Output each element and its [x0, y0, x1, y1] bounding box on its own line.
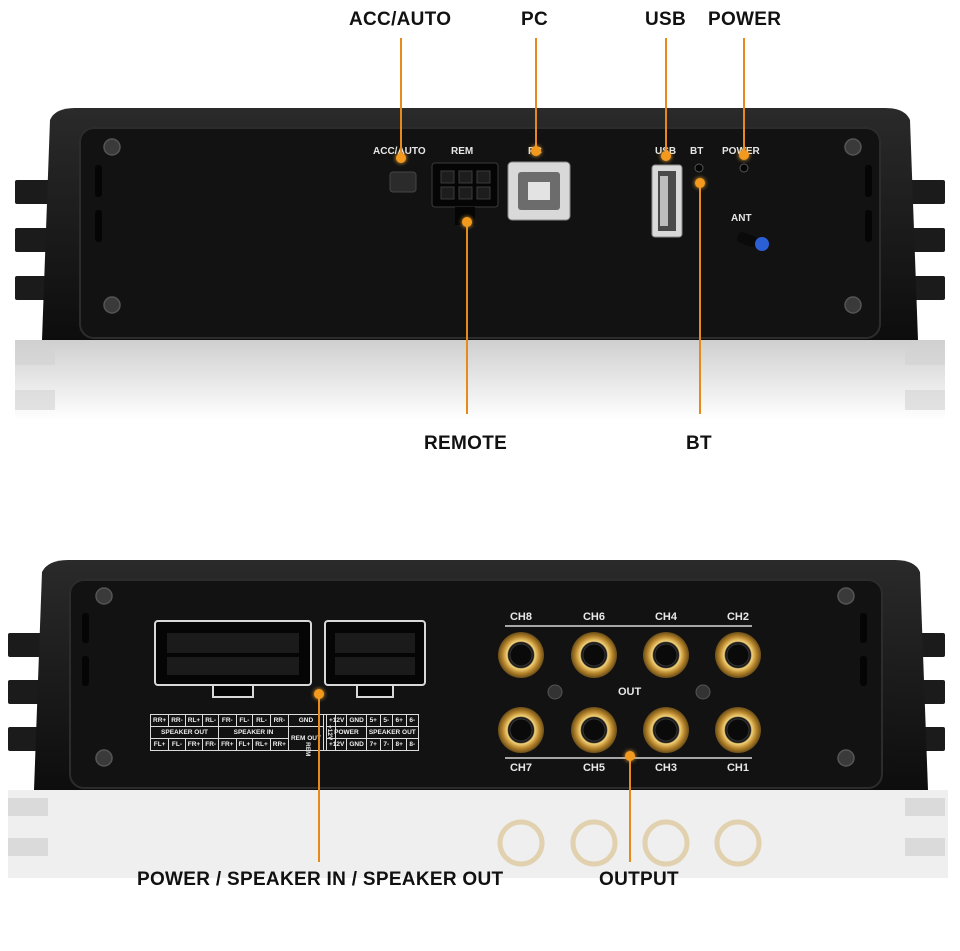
callout-remote: REMOTE — [424, 433, 508, 454]
pin-rr3-5: 8- — [405, 738, 419, 751]
leader-power-speaker — [318, 698, 320, 862]
leader-remote — [466, 222, 468, 414]
rca-jack-ch5 — [571, 707, 617, 753]
pin-rr3-2: 7+ — [365, 738, 381, 751]
leader-dot-power-speaker — [314, 689, 324, 699]
screws — [103, 138, 862, 314]
leader-output — [629, 760, 631, 862]
leader-acc — [400, 38, 402, 158]
callout-pc: PC — [521, 9, 548, 30]
ch-label-top-1: CH6 — [582, 611, 605, 623]
leader-bt — [699, 182, 701, 414]
leader-power — [743, 38, 745, 154]
pin-rem: REM — [304, 742, 311, 757]
pin-rr3-1: GND — [346, 738, 367, 751]
ch-label-bottom-0: CH7 — [509, 762, 532, 774]
pin-rr1-2: 5+ — [365, 714, 381, 727]
pin-r3-0: FL+ — [149, 738, 170, 751]
pin-r1-3: RL- — [202, 714, 220, 727]
leader-dot-output — [625, 751, 635, 761]
pin-rr1-5: 6- — [405, 714, 419, 727]
rca-reflection — [497, 819, 545, 867]
rca-jack-ch4 — [643, 632, 689, 678]
leader-pc — [535, 38, 537, 150]
leader-dot-usb — [661, 151, 671, 161]
top-unit-graphic — [15, 108, 945, 420]
pin-r3-7: RR+ — [269, 738, 289, 751]
pin-rem-out: REM OUT — [287, 726, 324, 751]
pin-rr1-0: +12V — [325, 714, 348, 727]
pin-rr3-3: 7- — [379, 738, 393, 751]
pin-rr1-1: GND — [346, 714, 367, 727]
rem-connector — [431, 162, 499, 208]
pin-header-speaker-in: SPEAKER IN — [218, 726, 289, 739]
ch-label-bottom-3: CH1 — [726, 762, 749, 774]
out-label: OUT — [618, 686, 642, 698]
rca-reflection — [642, 819, 690, 867]
ch-label-top-0: CH8 — [509, 611, 532, 623]
top-faceplate — [79, 127, 881, 339]
pin-r3-3: FR- — [202, 738, 220, 751]
rca-jacks — [498, 632, 761, 753]
pin-r1-1: RR- — [168, 714, 186, 727]
leader-usb — [665, 38, 667, 156]
rca-reflection — [570, 819, 618, 867]
pin-header-power: POWER — [326, 726, 367, 739]
ch-label-top-3: CH2 — [726, 611, 749, 623]
pin-r3-5: FL+ — [235, 738, 254, 751]
bottom-unit-graphic — [8, 560, 948, 878]
pin-rr1-4: 6+ — [391, 714, 407, 727]
rca-jack-ch8 — [498, 632, 544, 678]
pin-r1-2: RL+ — [184, 714, 204, 727]
rca-jack-ch6 — [571, 632, 617, 678]
pin-r1-7: RR- — [269, 714, 289, 727]
callout-usb: USB — [645, 9, 687, 30]
pin-r3-1: FL- — [168, 738, 186, 751]
pin-rr3-0: +12V — [325, 738, 348, 751]
leader-dot-power — [739, 150, 749, 160]
acc-switch — [389, 171, 417, 193]
callout-acc-auto: ACC/AUTO — [349, 9, 452, 30]
ch-label-bottom-2: CH3 — [654, 762, 677, 774]
pin-r1-0: RR+ — [149, 714, 170, 727]
ch-label-top-2: CH4 — [654, 611, 677, 623]
pin-r1-5: FL- — [235, 714, 254, 727]
pin-table-left: RR+ RR- RL+ RL- FR- FL- RL- RR- GND +12V… — [149, 714, 336, 751]
pin-table-right: +12V GND 5+ 5- 6+ 6- POWER SPEAKER OUT +… — [325, 714, 419, 751]
leader-dot-acc — [396, 153, 406, 163]
rca-jack-ch7 — [498, 707, 544, 753]
callout-output: OUTPUT — [599, 869, 679, 890]
pin-r3-6: RL+ — [252, 738, 271, 751]
pin-rr3-4: 8+ — [391, 738, 407, 751]
pin-rr1-3: 5- — [379, 714, 393, 727]
leader-dot-remote — [462, 217, 472, 227]
rca-jack-ch2 — [715, 632, 761, 678]
rca-jack-ch1 — [715, 707, 761, 753]
power-led — [739, 163, 749, 173]
bt-led — [694, 163, 704, 173]
callout-power-speaker: POWER / SPEAKER IN / SPEAKER OUT — [137, 869, 504, 890]
callout-bt: BT — [686, 433, 712, 454]
panel-label-acc: ACC/AUTO — [373, 146, 426, 157]
ant-connector — [737, 232, 758, 247]
pin-r1-6: RL- — [252, 714, 271, 727]
pin-header-speaker-out-right: SPEAKER OUT — [365, 726, 419, 739]
rca-reflection — [714, 819, 762, 867]
leader-dot-pc — [531, 146, 541, 156]
panel-label-rem: REM — [451, 146, 474, 157]
pin-r3-2: FR+ — [184, 738, 204, 751]
leader-dot-bt — [695, 178, 705, 188]
panel-label-bt: BT — [690, 146, 704, 157]
rca-jack-ch3 — [643, 707, 689, 753]
pin-r3-4: FR+ — [218, 738, 237, 751]
ch-label-bottom-1: CH5 — [582, 762, 605, 774]
pin-r1-4: FR- — [218, 714, 237, 727]
panel-label-ant: ANT — [731, 213, 752, 224]
callout-power: POWER — [708, 9, 782, 30]
pin-header-speaker-out: SPEAKER OUT — [149, 726, 220, 739]
